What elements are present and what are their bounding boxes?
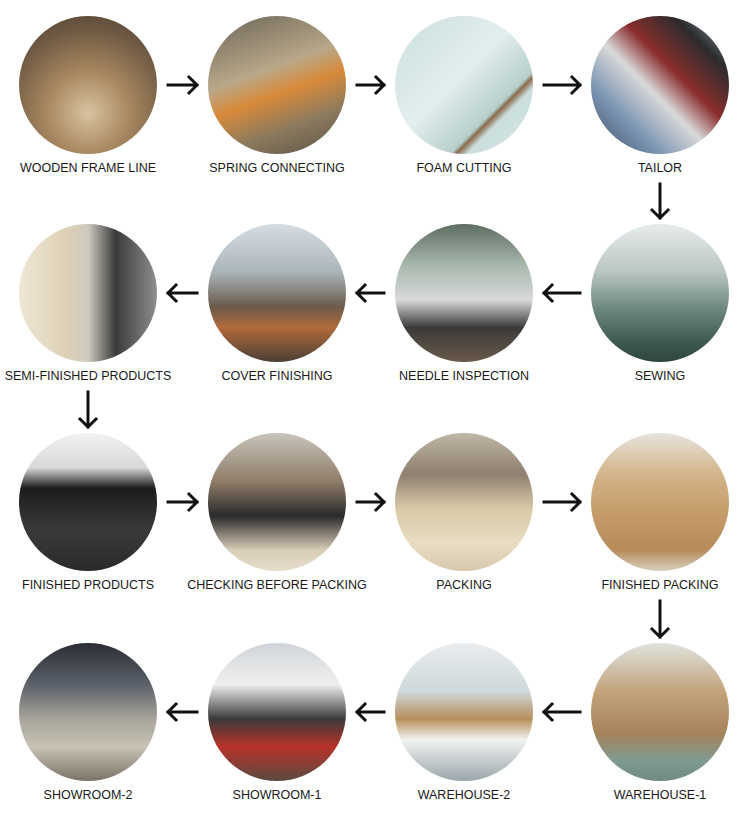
step-label: SPRING CONNECTING — [182, 161, 372, 176]
step-label: NEEDLE INSPECTION — [369, 369, 559, 384]
process-step: CHECKING BEFORE PACKING — [182, 433, 372, 593]
process-photo — [395, 433, 533, 571]
flow-arrow — [168, 285, 197, 301]
process-step: FINISHED PACKING — [565, 433, 750, 593]
process-step: WOODEN FRAME LINE — [0, 16, 183, 176]
flow-arrow — [544, 77, 580, 93]
process-step: SEWING — [565, 224, 750, 384]
flow-arrow — [357, 285, 384, 301]
process-photo — [19, 643, 157, 781]
process-step: TAILOR — [565, 16, 750, 176]
process-photo — [19, 16, 157, 154]
step-label: CHECKING BEFORE PACKING — [182, 578, 372, 593]
flow-arrow — [652, 601, 668, 637]
process-step: WAREHOUSE-1 — [565, 643, 750, 803]
flow-arrow — [544, 704, 580, 720]
process-photo — [208, 643, 346, 781]
process-step: COVER FINISHING — [182, 224, 372, 384]
process-photo — [395, 643, 533, 781]
flow-arrow — [357, 77, 384, 93]
process-step: SHOWROOM-1 — [182, 643, 372, 803]
process-step: PACKING — [369, 433, 559, 593]
process-step: SHOWROOM-2 — [0, 643, 183, 803]
step-label: WAREHOUSE-2 — [369, 788, 559, 803]
process-step: FINISHED PRODUCTS — [0, 433, 183, 593]
flow-arrow — [168, 494, 197, 510]
step-label: SEWING — [565, 369, 750, 384]
step-label: SHOWROOM-1 — [182, 788, 372, 803]
flow-arrow — [80, 392, 96, 427]
step-label: WOODEN FRAME LINE — [0, 161, 183, 176]
flow-arrow — [168, 77, 197, 93]
flow-arrow — [544, 494, 580, 510]
process-photo — [208, 433, 346, 571]
flow-arrow — [544, 285, 580, 301]
flow-arrow — [168, 704, 197, 720]
process-photo — [395, 224, 533, 362]
step-label: COVER FINISHING — [182, 369, 372, 384]
process-photo — [208, 16, 346, 154]
process-photo — [19, 224, 157, 362]
step-label: SEMI-FINISHED PRODUCTS — [0, 369, 183, 384]
process-photo — [395, 16, 533, 154]
process-step: SEMI-FINISHED PRODUCTS — [0, 224, 183, 384]
process-photo — [591, 643, 729, 781]
step-label: PACKING — [369, 578, 559, 593]
flow-arrow — [357, 494, 384, 510]
process-photo — [19, 433, 157, 571]
step-label: FINISHED PACKING — [565, 578, 750, 593]
step-label: TAILOR — [565, 161, 750, 176]
process-photo — [591, 433, 729, 571]
step-label: FINISHED PRODUCTS — [0, 578, 183, 593]
step-label: WAREHOUSE-1 — [565, 788, 750, 803]
process-photo — [591, 16, 729, 154]
flow-arrow — [357, 704, 384, 720]
process-step: FOAM CUTTING — [369, 16, 559, 176]
process-photo — [208, 224, 346, 362]
process-step: WAREHOUSE-2 — [369, 643, 559, 803]
process-step: NEEDLE INSPECTION — [369, 224, 559, 384]
process-step: SPRING CONNECTING — [182, 16, 372, 176]
step-label: SHOWROOM-2 — [0, 788, 183, 803]
step-label: FOAM CUTTING — [369, 161, 559, 176]
process-photo — [591, 224, 729, 362]
flow-arrow — [652, 184, 668, 218]
